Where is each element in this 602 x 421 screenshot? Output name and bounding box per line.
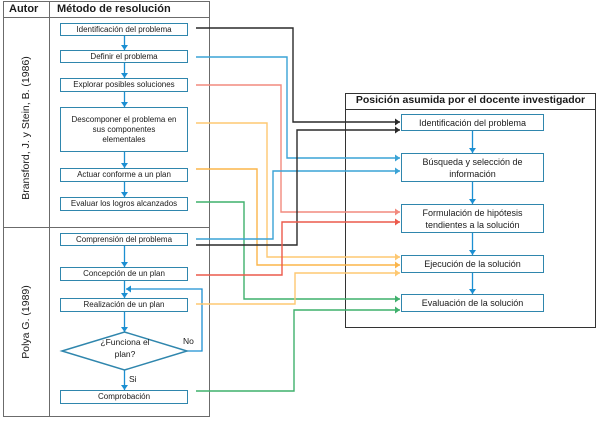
decision-no-label: No (183, 336, 194, 346)
author-column-divider (49, 1, 50, 417)
table-header-row (3, 1, 210, 18)
step-polya-realizacion: Realización de un plan (60, 298, 188, 312)
header-author: Autor (9, 3, 39, 15)
step-bransford-actuar: Actuar conforme a un plan (60, 168, 188, 182)
step-polya-comprension: Comprensión del problema (60, 233, 188, 246)
header-method: Método de resolución (57, 3, 171, 15)
position-step-busqueda: Búsqueda y selección de información (401, 153, 544, 182)
decision-label: ¿Funciona el plan? (100, 337, 150, 359)
step-bransford-descomponer: Descomponer el problema en sus component… (60, 107, 188, 152)
position-step-ejecucion: Ejecución de la solución (401, 255, 544, 273)
teacher-position-title: Posición asumida por el docente investig… (345, 93, 596, 110)
step-bransford-evaluar: Evaluar los logros alcanzados (60, 197, 188, 211)
position-step-formulacion: Formulación de hipótesis tendientes a la… (401, 204, 544, 233)
section-divider (3, 227, 210, 228)
author-bransford: Bransford, J. y Stein, B. (1986) (20, 56, 32, 200)
step-bransford-explorar: Explorar posibles soluciones (60, 78, 188, 92)
step-polya-comprobacion: Comprobación (60, 390, 188, 404)
step-bransford-definir: Definir el problema (60, 50, 188, 63)
author-polya: Polya G. (1989) (20, 285, 32, 359)
step-bransford-identificacion: Identificación del problema (60, 23, 188, 36)
step-polya-concepcion: Concepción de un plan (60, 267, 188, 281)
position-step-identificacion: Identificación del problema (401, 114, 544, 131)
decision-yes-label: Si (129, 374, 137, 384)
position-step-evaluacion: Evaluación de la solución (401, 294, 544, 312)
